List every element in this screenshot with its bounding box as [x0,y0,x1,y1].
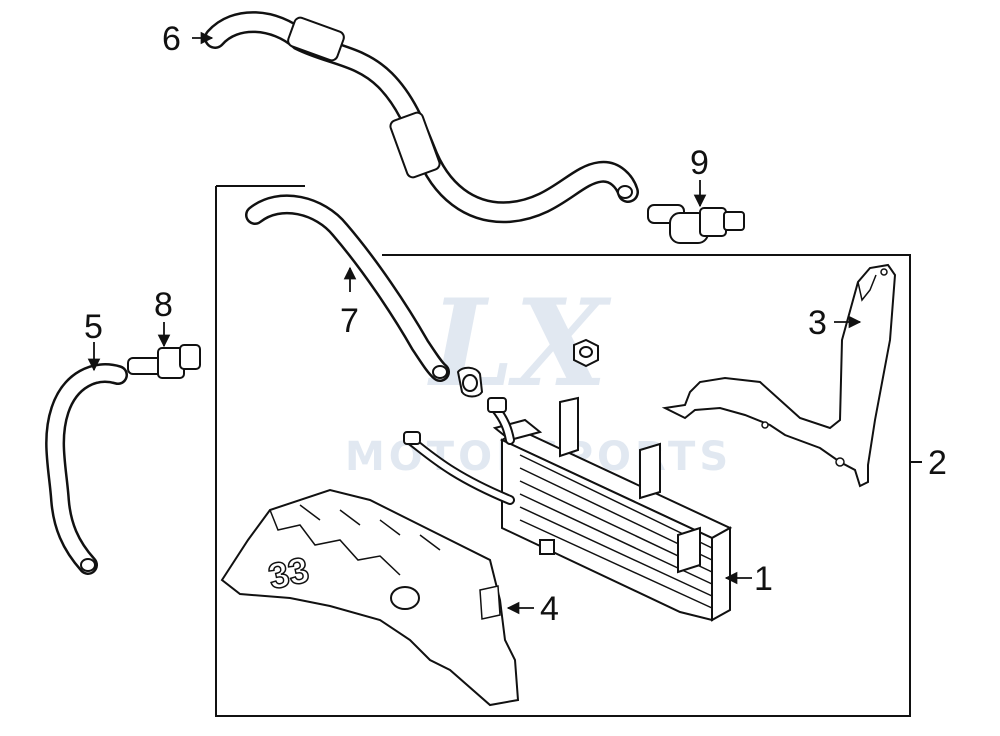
shield-stamp-text: 33 [265,549,313,597]
hose-5 [45,363,128,575]
callout-3: 3 [808,304,827,342]
callout-7: 7 [340,302,359,340]
hose-clamp [456,366,484,398]
callout-2: 2 [928,444,947,482]
callout-9: 9 [690,144,709,182]
fitting-8 [127,344,201,379]
cooler-lines [403,397,515,505]
callout-5: 5 [84,308,103,346]
hose-7 [245,194,450,382]
nut [573,338,599,368]
callout-6: 6 [162,20,181,58]
callout-4: 4 [540,590,559,628]
hose-6 [204,11,639,224]
fitting-9 [647,204,745,244]
oil-cooler-1 [492,396,733,622]
bracket-3 [661,263,897,488]
callout-8: 8 [154,286,173,324]
callout-arrows [87,31,862,615]
cooler-shield-4: 33 [220,488,520,707]
assembly-frame [215,185,911,717]
callout-1: 1 [754,560,773,598]
